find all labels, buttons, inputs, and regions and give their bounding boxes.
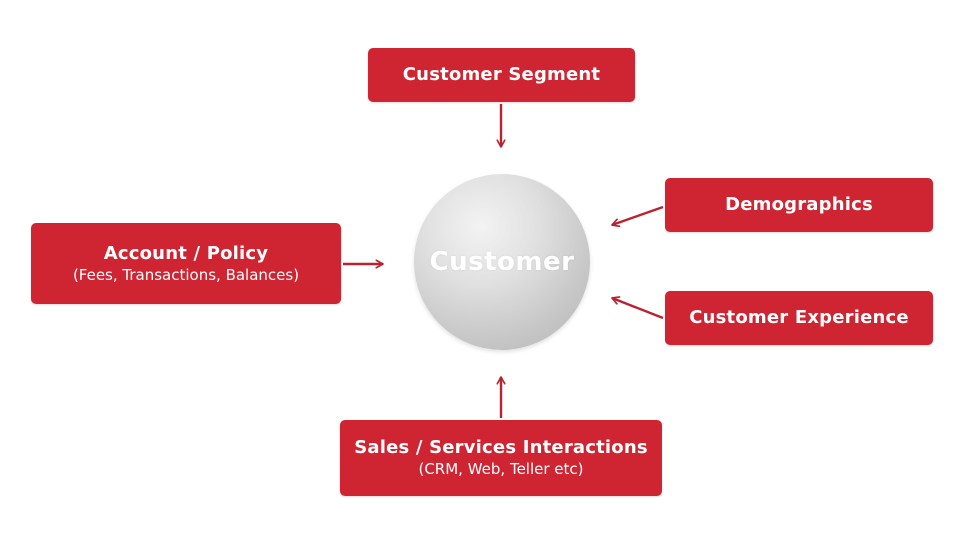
- customer-experience-box: Customer Experience: [665, 291, 933, 345]
- sales-services-box: Sales / Services Interactions (CRM, Web,…: [340, 420, 662, 496]
- sales-services-subtitle: (CRM, Web, Teller etc): [418, 460, 584, 478]
- sales-services-title: Sales / Services Interactions: [354, 437, 648, 458]
- account-policy-subtitle: (Fees, Transactions, Balances): [72, 265, 300, 284]
- account-policy-box: Account / Policy (Fees, Transactions, Ba…: [31, 223, 341, 304]
- account-policy-title: Account / Policy: [103, 242, 269, 264]
- demographics-title: Demographics: [725, 194, 873, 215]
- demographics-box: Demographics: [665, 178, 933, 232]
- customer-circle: Customer: [414, 174, 590, 350]
- arrow-demographics-to-customer: [612, 205, 664, 225]
- customer-experience-title: Customer Experience: [689, 307, 909, 328]
- customer-segment-title: Customer Segment: [402, 64, 601, 85]
- customer-segment-box: Customer Segment: [368, 48, 635, 102]
- customer-label: Customer: [429, 247, 575, 277]
- arrow-experience-to-customer: [612, 298, 664, 320]
